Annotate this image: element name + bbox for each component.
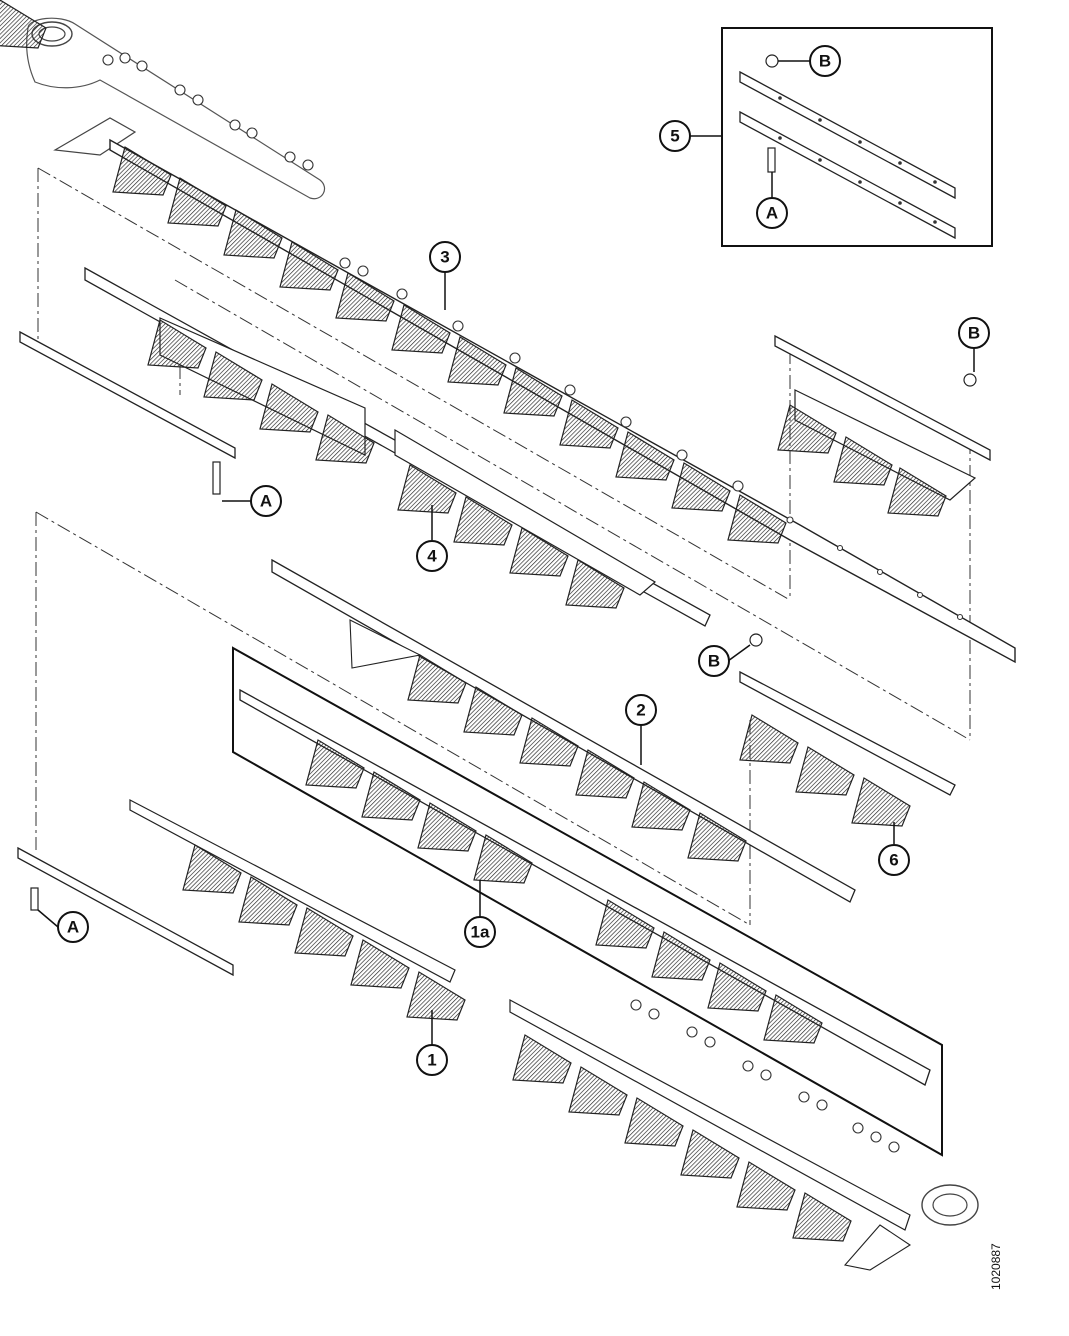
knife-section-row-2: [271, 558, 856, 903]
callout-3: 3: [429, 241, 461, 273]
bolt-a-upper: [212, 461, 221, 495]
figure-id: 1020887: [989, 1243, 1003, 1290]
svg-text:A: A: [766, 204, 778, 223]
knife-head-lower: [509, 998, 979, 1271]
alignment-lines: [35, 167, 971, 926]
detail-box-5: [721, 27, 993, 247]
svg-text:6: 6: [889, 851, 898, 870]
svg-text:A: A: [260, 492, 272, 511]
callout-b-mid-right: B: [698, 645, 730, 677]
assembly-box-1a: [232, 646, 943, 1157]
svg-text:1: 1: [427, 1051, 436, 1070]
leader-lines: [37, 60, 975, 1045]
callout-b-detail: B: [809, 45, 841, 77]
callout-2: 2: [625, 694, 657, 726]
knife-back-3: [0, 0, 1016, 664]
bolt-a-lower: [30, 887, 39, 911]
svg-text:A: A: [67, 918, 79, 937]
svg-text:B: B: [819, 52, 831, 71]
callout-a-lower-left: A: [57, 911, 89, 943]
end-section-upper-right: [774, 334, 991, 517]
callout-5: 5: [659, 120, 691, 152]
knife-section-group-4: [84, 266, 711, 627]
bolt-a-detail: [767, 147, 776, 173]
svg-text:B: B: [708, 652, 720, 671]
nut-b-detail: [765, 54, 779, 68]
callout-4: 4: [416, 540, 448, 572]
backing-bar-left-upper: [19, 317, 375, 495]
nut-b-mid-right: [749, 633, 763, 647]
svg-text:5: 5: [670, 127, 679, 146]
callout-a-detail: A: [756, 197, 788, 229]
callout-b-upper-right: B: [958, 317, 990, 349]
callout-1: 1: [416, 1044, 448, 1076]
callout-a-upper-left: A: [250, 485, 282, 517]
svg-text:3: 3: [440, 248, 449, 267]
svg-text:2: 2: [636, 701, 645, 720]
callout-1a: 1a: [464, 916, 496, 948]
svg-text:1a: 1a: [471, 923, 490, 942]
knife-section-assembly-1: [17, 799, 466, 1021]
nut-b-upper-right: [963, 373, 977, 387]
callout-6: 6: [878, 844, 910, 876]
end-section-group-6: [739, 633, 956, 827]
svg-text:4: 4: [427, 547, 437, 566]
svg-text:B: B: [968, 324, 980, 343]
